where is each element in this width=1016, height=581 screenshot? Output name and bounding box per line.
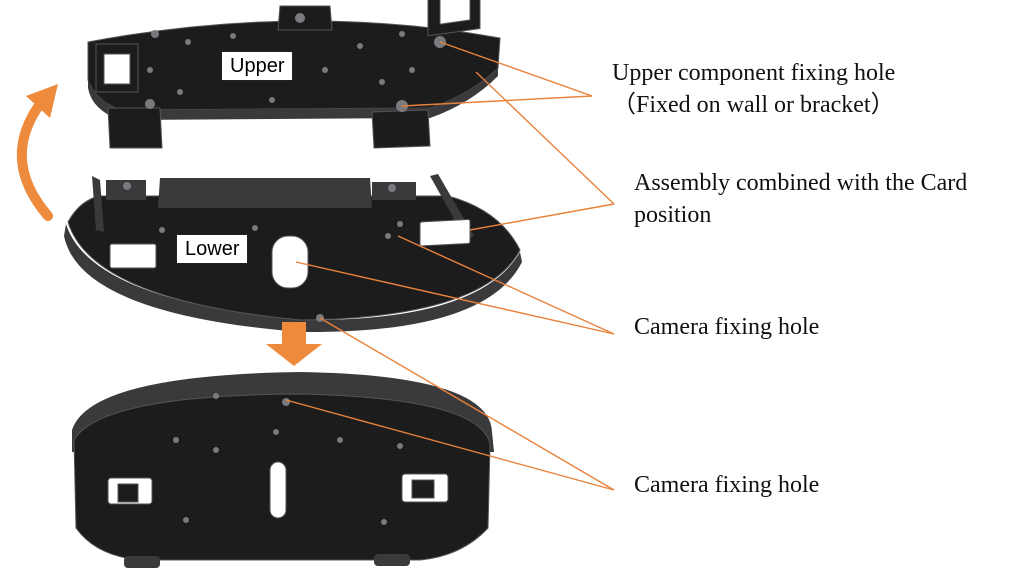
upper-part-label: Upper — [221, 51, 294, 81]
assembly-callout-line1: Assembly combined with the Card — [634, 170, 968, 196]
lower-plate — [64, 174, 522, 333]
upper-holes — [145, 13, 446, 112]
upper-fixing-callout-line2: （Fixed on wall or bracket） — [612, 92, 895, 118]
base-plate — [72, 372, 494, 568]
assembly-callout-line2: position — [634, 202, 712, 228]
upper-fixing-callout-line1: Upper component fixing hole — [612, 60, 896, 86]
lower-part-label: Lower — [176, 234, 249, 264]
upper-plate — [87, 0, 501, 149]
camera-fixing-callout-1: Camera fixing hole — [634, 314, 820, 340]
rotate-arrow-icon — [16, 84, 58, 221]
leader-lines — [285, 41, 615, 491]
camera-fixing-callout-2: Camera fixing hole — [634, 472, 820, 498]
down-arrow-icon — [266, 322, 322, 366]
